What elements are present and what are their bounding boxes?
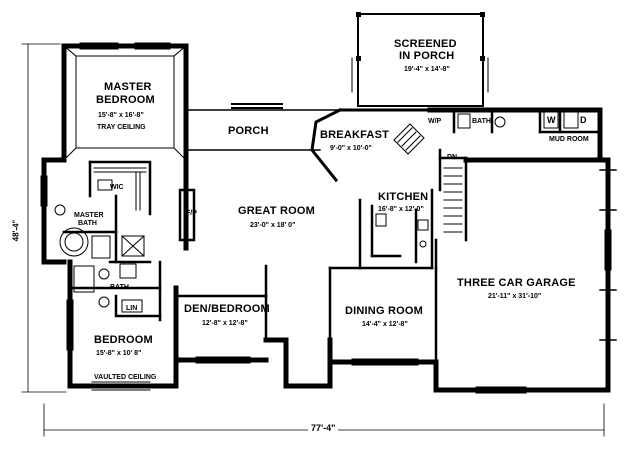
den-bedroom-name: DEN/BEDROOM bbox=[184, 303, 270, 315]
kitchen-name: KITCHEN bbox=[378, 191, 429, 203]
kitchen-dimensions: 16'-8" x 12'-0" bbox=[378, 206, 424, 213]
wic-name: WIC bbox=[110, 184, 124, 191]
breakfast-stair-corner bbox=[393, 123, 425, 155]
master-bath-fixtures bbox=[54, 179, 145, 280]
master-bedroom-ceiling-note: TRAY CEILING bbox=[97, 124, 146, 131]
bedroom-ceiling-note: VAULTED CEILING bbox=[94, 374, 157, 381]
master-bedroom-walls bbox=[61, 43, 189, 163]
screened-porch-name-line2: IN PORCH bbox=[399, 50, 455, 62]
great-room-dimensions: 23'-0" x 18' 0" bbox=[250, 222, 296, 229]
wic-shelving bbox=[93, 167, 147, 211]
screened-porch-posts bbox=[356, 12, 485, 61]
garage-dimensions: 21'-11" x 31'-10" bbox=[488, 293, 542, 300]
garage-door-marks bbox=[599, 169, 617, 341]
breakfast-dimensions: 9'-0" x 10'-0" bbox=[330, 145, 372, 152]
dryer-name: D bbox=[580, 115, 587, 125]
main-house-walls bbox=[41, 107, 611, 393]
mud-room-name: MUD ROOM bbox=[549, 136, 589, 143]
linen-name: LIN bbox=[126, 305, 138, 312]
great-room-name: GREAT ROOM bbox=[238, 205, 315, 217]
overall-depth-dimension: 48'-4" bbox=[11, 219, 21, 242]
porch-outline bbox=[185, 109, 341, 151]
stair-treads bbox=[443, 167, 463, 233]
master-bath-name-line1: MASTER bbox=[74, 212, 104, 219]
master-bedroom-dimensions: 15'-8" x 16'-8" bbox=[98, 112, 144, 119]
hall-bath-fixtures bbox=[73, 265, 143, 313]
dining-room-dimensions: 14'-4" x 12'-8" bbox=[362, 321, 408, 328]
washer-name: W bbox=[547, 115, 556, 125]
breakfast-name: BREAKFAST bbox=[320, 129, 390, 141]
stair-down-label: DN bbox=[447, 154, 458, 161]
garage-name: THREE CAR GARAGE bbox=[457, 277, 576, 289]
porch-name: PORCH bbox=[228, 125, 269, 137]
interior-walls bbox=[62, 108, 602, 364]
fireplace-label: F/P bbox=[186, 210, 197, 217]
den-bedroom-dimensions: 12'-8" x 12'-8" bbox=[202, 320, 248, 327]
dining-room-name: DINING ROOM bbox=[345, 305, 423, 317]
hall-bath-name: BATH bbox=[110, 284, 129, 291]
screened-porch-name-line1: SCREENED bbox=[394, 38, 457, 50]
wip-name: W/P bbox=[428, 118, 442, 125]
master-bedroom-name-line2: BEDROOM bbox=[96, 94, 155, 106]
master-bedroom-name-line1: MASTER bbox=[104, 81, 152, 93]
kitchen-fixtures bbox=[375, 213, 429, 248]
master-bath-name-line2: BATH bbox=[78, 220, 97, 227]
overall-width-dimension: 77'-4" bbox=[308, 423, 339, 434]
utility-bath-name: BATH bbox=[472, 118, 491, 125]
breakfast-bay bbox=[310, 107, 432, 183]
screened-porch-dimensions: 19'-4" x 14'-8" bbox=[404, 66, 450, 73]
porch-windows bbox=[231, 103, 283, 109]
bedroom-dimensions: 15'-8" x 10' 8" bbox=[96, 350, 142, 357]
window-openings bbox=[40, 42, 612, 394]
bedroom-name: BEDROOM bbox=[94, 334, 153, 346]
utility-fixtures bbox=[457, 111, 579, 129]
